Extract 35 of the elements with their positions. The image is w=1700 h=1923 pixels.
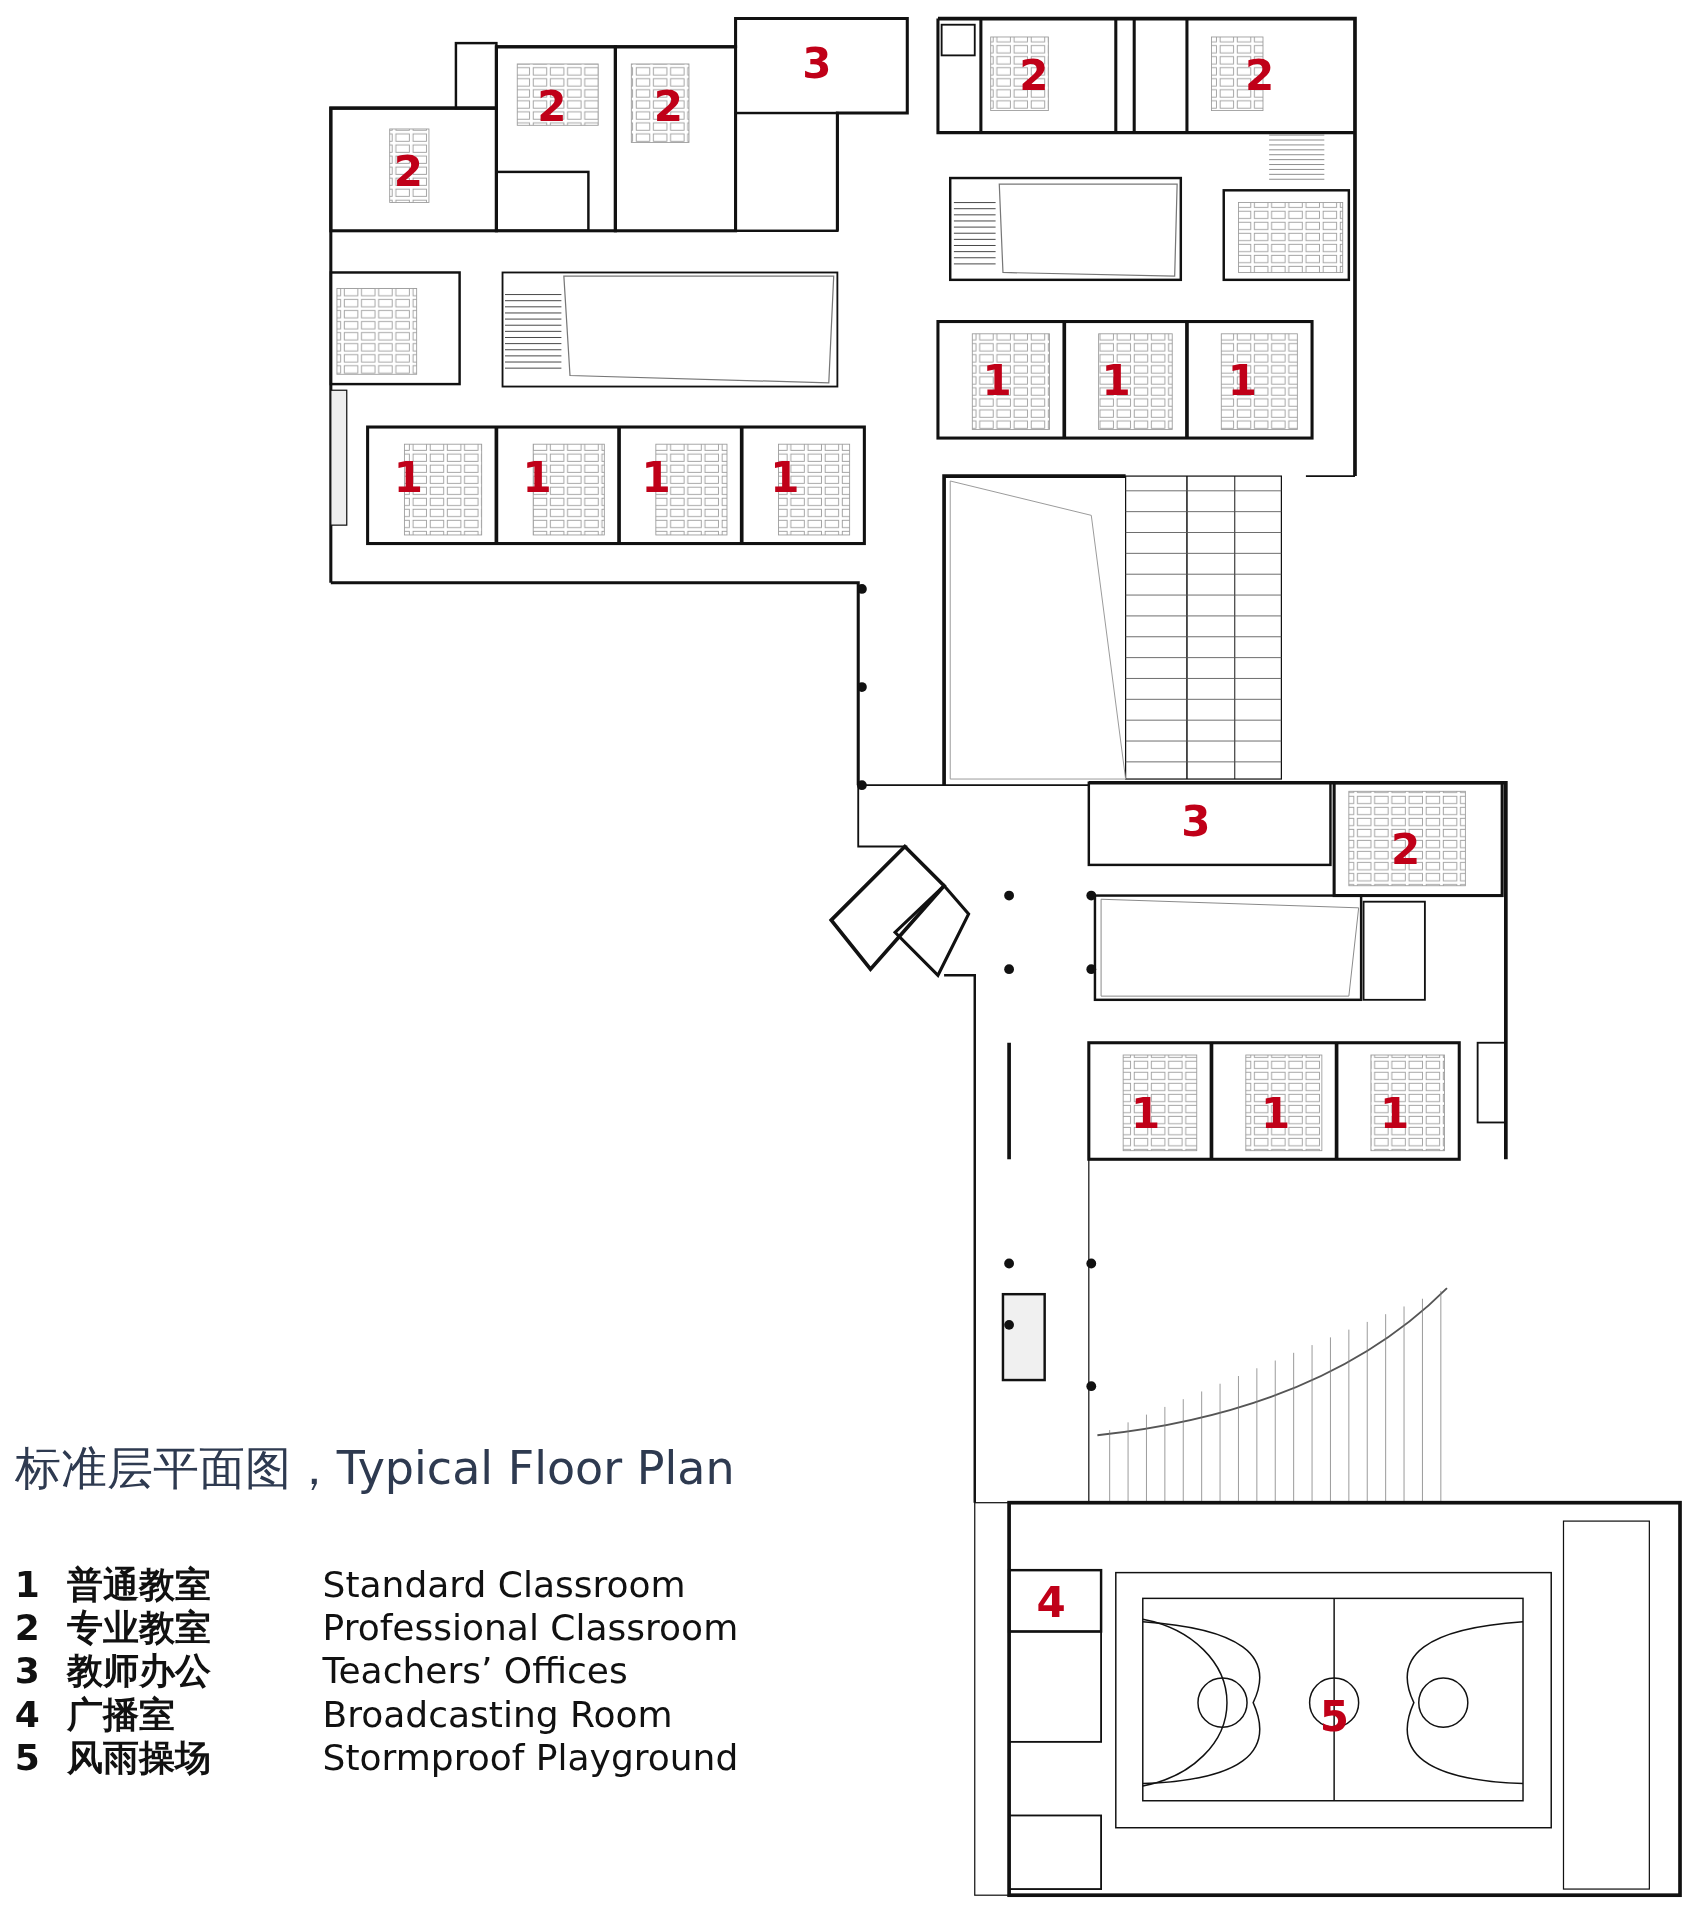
callout-number: 1	[982, 360, 1012, 403]
plan-title: 标准层平面图，Typical Floor Plan	[14, 1445, 735, 1492]
legend-number: 2	[14, 1610, 40, 1646]
legend-number: 1	[14, 1566, 40, 1603]
callout-number: 1	[641, 457, 671, 500]
callout-number: 2	[1019, 55, 1049, 98]
room-name: 风雨操场	[67, 1739, 212, 1776]
callout-number: 1	[1101, 360, 1131, 403]
callout-number: 1	[1227, 360, 1258, 403]
callout-number: 2	[1245, 55, 1275, 98]
callout-number: 2	[537, 85, 567, 128]
callout-number: 2	[1391, 829, 1421, 871]
callout-number: 4	[1036, 1582, 1066, 1625]
callout-number: 3	[1181, 800, 1211, 843]
legend-number: 3	[14, 1653, 40, 1690]
room-name: 教师办公	[67, 1653, 212, 1690]
callout-number: 1	[393, 457, 424, 500]
legend-number: 5	[14, 1739, 40, 1776]
callout-number: 1	[1261, 1092, 1291, 1135]
callout-number: 3	[802, 42, 832, 85]
room-name-english: Stormproof Playground	[322, 1739, 739, 1776]
room-name-english: Professional Classroom	[322, 1610, 739, 1646]
callout-number: 1	[1379, 1092, 1410, 1135]
room-name-english: Standard Classroom	[322, 1566, 686, 1603]
callout-number: 1	[1131, 1092, 1161, 1135]
legend-number: 4	[14, 1696, 40, 1733]
callout-number: 1	[770, 457, 800, 500]
room-name-english: Broadcasting Room	[322, 1696, 673, 1733]
room-name: 专业教室	[67, 1610, 212, 1646]
callout-number: 2	[393, 150, 424, 193]
room-name-english: Teachers’ Offices	[322, 1653, 628, 1690]
room-name: 广播室	[67, 1696, 176, 1733]
callout-number: 2	[653, 85, 684, 128]
callout-number: 1	[522, 457, 552, 500]
room-name: 普通教室	[67, 1566, 212, 1603]
